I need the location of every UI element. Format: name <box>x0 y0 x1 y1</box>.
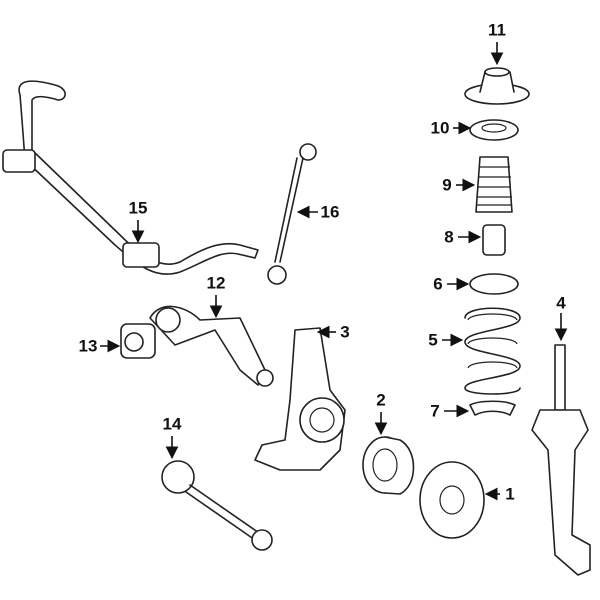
callout-9[interactable]: 9 <box>442 175 452 195</box>
wheel-hub[interactable] <box>419 461 485 539</box>
callout-14[interactable]: 14 <box>162 414 182 434</box>
lower-spring-seat[interactable] <box>469 400 516 416</box>
tension-strut[interactable] <box>161 460 273 551</box>
callout-11[interactable]: 11 <box>488 20 506 40</box>
control-arm[interactable] <box>149 305 274 387</box>
callout-1[interactable]: 1 <box>505 484 515 504</box>
callout-5[interactable]: 5 <box>428 330 438 350</box>
callout-8[interactable]: 8 <box>444 227 454 247</box>
callout-6[interactable]: 6 <box>433 274 443 294</box>
callout-10[interactable]: 10 <box>430 118 450 138</box>
callout-2[interactable]: 2 <box>376 390 386 410</box>
steering-knuckle[interactable] <box>254 327 346 471</box>
callout-3[interactable]: 3 <box>340 322 350 342</box>
callout-16[interactable]: 16 <box>320 202 340 222</box>
strut-mount[interactable] <box>464 67 530 105</box>
upper-spring-seat[interactable] <box>469 273 519 295</box>
stabilizer-bar[interactable] <box>2 80 259 275</box>
bushing[interactable] <box>120 323 156 359</box>
wheel-bearing[interactable] <box>362 436 415 495</box>
dust-boot[interactable] <box>475 156 513 213</box>
coil-spring[interactable] <box>464 307 521 395</box>
strut-bearing[interactable] <box>469 119 519 141</box>
callout-12[interactable]: 12 <box>206 273 226 293</box>
strut-assembly[interactable] <box>531 344 591 576</box>
stabilizer-link[interactable] <box>267 143 317 285</box>
callout-7[interactable]: 7 <box>430 401 440 421</box>
bump-stop[interactable] <box>482 224 506 256</box>
callout-4[interactable]: 4 <box>556 293 566 313</box>
callout-13[interactable]: 13 <box>78 336 98 356</box>
leader-lines <box>100 42 568 501</box>
callout-15[interactable]: 15 <box>128 198 148 218</box>
